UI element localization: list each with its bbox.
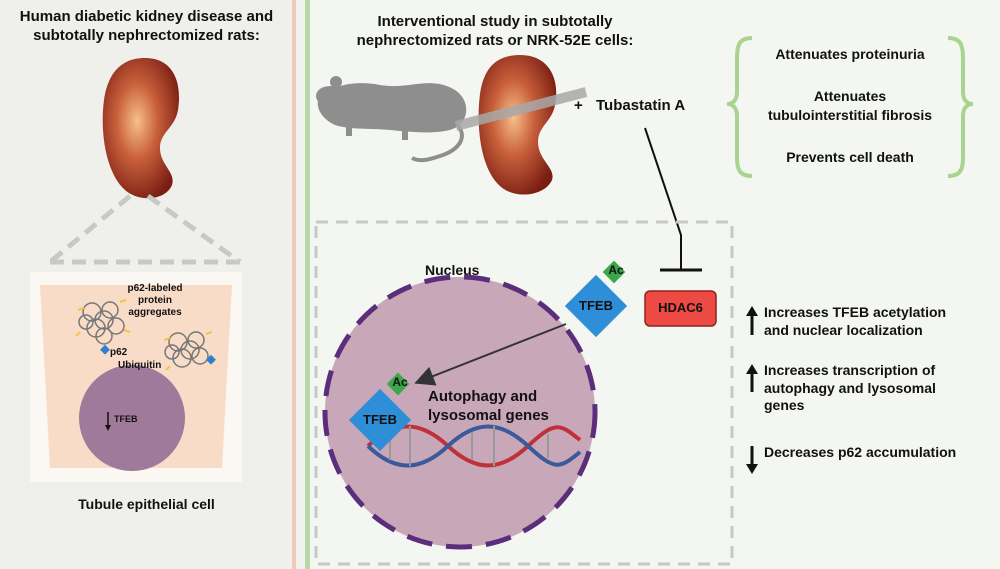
- ubiquitin-marks-2: [163, 331, 213, 371]
- outcome-3: Prevents cell death: [786, 149, 914, 165]
- ac-tag-nucleus: [386, 372, 410, 396]
- genes-label: Autophagy and lysosomal genes: [428, 388, 549, 426]
- outcome-2b: tubulointerstitial fibrosis: [767, 107, 933, 123]
- effect-2: Increases transcription of autophagy and…: [764, 362, 936, 415]
- p62-marker-2: [206, 354, 216, 365]
- rat-icon: [316, 76, 467, 163]
- p62-marker-1: [100, 344, 110, 355]
- genes-label-line1: Autophagy and: [428, 388, 538, 405]
- effect-arrow-up-2: [746, 364, 758, 392]
- left-title-line2: subtotally nephrectomized rats:: [33, 26, 260, 44]
- ac-cytoplasm-label: Ac: [608, 263, 624, 277]
- ubiquitin-marks-1: [75, 299, 131, 337]
- effect-arrow-up-1: [746, 306, 758, 335]
- tfeb-diamond-cytoplasm: [564, 274, 628, 338]
- tfeb-down-arrowhead: [105, 425, 111, 431]
- kidney-left: [102, 58, 180, 199]
- effect-3: Decreases p62 accumulation: [764, 444, 956, 462]
- effect-2-line3: genes: [764, 397, 805, 413]
- ac-tag-cytoplasm: [602, 260, 626, 284]
- tfeb-nucleus-label: TFEB: [363, 412, 397, 427]
- aggregate-label-line1: p62-labeled: [127, 283, 183, 294]
- zoom-line-left: [48, 194, 132, 264]
- effect-2-line2: autophagy and lysosomal: [764, 379, 936, 396]
- ac-nucleus-label: Ac: [392, 375, 408, 389]
- aggregate-label-line3: aggregates: [128, 307, 182, 318]
- dna-strand-blue: [366, 424, 582, 468]
- inhibition-line: [644, 127, 682, 270]
- left-tfeb-label: TFEB: [114, 414, 138, 424]
- ubiquitin-label: Ubiquitin: [118, 360, 162, 371]
- tfeb-diamond-nucleus: [348, 388, 412, 452]
- right-title: Interventional study in subtotally nephr…: [330, 13, 660, 51]
- tfeb-cytoplasm-label: TFEB: [579, 298, 613, 313]
- aggregate-label-line2: protein: [138, 295, 172, 306]
- drug-label: Tubastatin A: [596, 97, 686, 114]
- effect-arrow-down: [746, 446, 758, 474]
- right-divider: [305, 0, 310, 569]
- aggregate-label: p62-labeled protein aggregates: [120, 283, 190, 319]
- outcome-bracket-right: [947, 36, 974, 178]
- zoom-line-right: [146, 193, 242, 265]
- kidney-right: [478, 55, 557, 195]
- outcome-1: Attenuates proteinuria: [775, 46, 925, 62]
- dna-rungs: [389, 426, 549, 466]
- nucleus-label: Nucleus: [425, 262, 480, 278]
- plus-sign: +: [574, 97, 583, 114]
- outcome-bracket-left: [726, 36, 753, 178]
- nephrectomy-bar: [454, 87, 588, 131]
- genes-label-line2: lysosomal genes: [428, 406, 549, 424]
- nucleus: [322, 274, 598, 550]
- effect-1-line1: Increases TFEB acetylation: [764, 304, 947, 320]
- left-divider: [292, 0, 296, 569]
- right-title-line1: Interventional study in subtotally: [377, 13, 613, 30]
- effect-2-line1: Increases transcription of: [764, 362, 936, 378]
- effect-1-line2: and nuclear localization: [764, 321, 923, 338]
- cell-nucleus: [79, 365, 185, 471]
- effect-1: Increases TFEB acetylation and nuclear l…: [764, 304, 946, 339]
- left-title-line1: Human diabetic kidney disease and: [19, 8, 274, 25]
- right-title-line2: nephrectomized rats or NRK-52E cells:: [356, 31, 634, 49]
- protein-aggregate-1: [78, 301, 125, 345]
- hdac6-box: [644, 290, 717, 327]
- outcome-2a: Attenuates: [813, 88, 887, 104]
- protein-aggregate-2: [164, 331, 209, 368]
- cell-dashed-box: [314, 220, 734, 566]
- translocation-arrow: [414, 323, 567, 386]
- cell-caption: Tubule epithelial cell: [78, 496, 215, 512]
- hdac6-label: HDAC6: [658, 300, 703, 315]
- left-title: Human diabetic kidney disease and subtot…: [4, 8, 289, 46]
- effect-3-line1: Decreases p62 accumulation: [764, 444, 957, 460]
- p62-label: p62: [110, 347, 128, 358]
- dna-strand-red: [366, 424, 582, 468]
